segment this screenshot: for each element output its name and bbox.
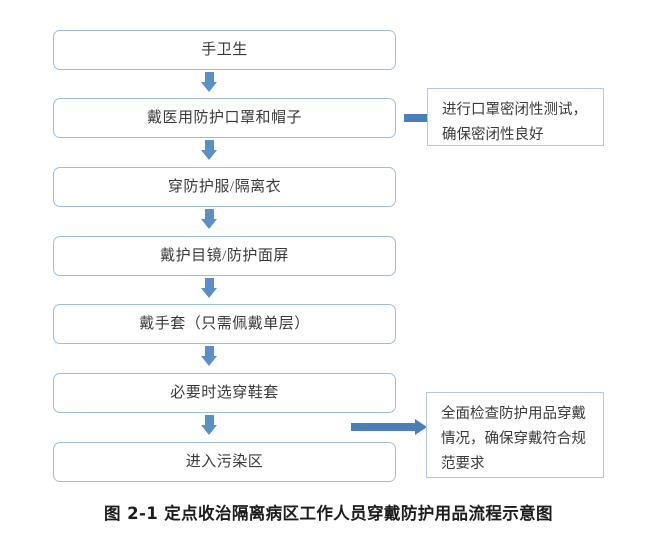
arrow-shaft: [404, 114, 428, 122]
flow-step-6-shoe-covers[interactable]: 必要时选穿鞋套: [53, 373, 396, 413]
note-line: 情况，确保穿戴符合规: [441, 431, 586, 447]
flow-step-4-goggles-or-faceshield[interactable]: 戴护目镜/防护面屏: [53, 236, 396, 276]
arrow-down-icon-6: [201, 415, 218, 435]
arrow-shaft: [205, 209, 214, 220]
flow-step-2-mask-and-cap[interactable]: 戴医用防护口罩和帽子: [53, 98, 396, 138]
flow-step-label: 穿防护服/隔离衣: [167, 178, 282, 195]
figure-caption: 图 2-1 定点收治隔离病区工作人员穿戴防护用品流程示意图: [104, 504, 553, 523]
arrow-head: [201, 425, 217, 435]
flow-step-label: 戴护目镜/防护面屏: [160, 247, 289, 264]
arrow-head: [415, 419, 427, 435]
arrow-down-icon-3: [201, 209, 218, 229]
note-mask-fit-test[interactable]: 进行口罩密闭性测试， 确保密闭性良好: [427, 88, 604, 146]
arrow-down-icon-5: [201, 346, 218, 366]
arrow-down-icon-2: [201, 140, 218, 160]
arrow-down-icon-4: [201, 278, 218, 298]
note-line: 全面检查防护用品穿戴: [441, 406, 586, 422]
note-line: 范要求: [441, 456, 485, 472]
arrow-right-icon-to-ppe-check-note: [351, 419, 428, 435]
arrow-head: [201, 150, 217, 160]
arrow-shaft: [205, 346, 214, 357]
arrow-head: [201, 288, 217, 298]
arrow-shaft: [205, 278, 214, 289]
flow-step-label: 戴手套（只需佩戴单层）: [139, 315, 310, 332]
arrow-shaft: [205, 72, 214, 83]
flow-step-label: 进入污染区: [185, 453, 264, 470]
flow-step-1-hand-hygiene[interactable]: 手卫生: [53, 30, 396, 70]
flow-step-label: 戴医用防护口罩和帽子: [146, 109, 302, 126]
arrow-shaft: [205, 415, 214, 426]
flow-step-label: 手卫生: [201, 41, 248, 58]
flow-step-3-protective-gown[interactable]: 穿防护服/隔离衣: [53, 167, 396, 207]
flow-step-label: 必要时选穿鞋套: [170, 384, 279, 401]
arrow-shaft: [351, 423, 416, 431]
arrow-shaft: [205, 140, 214, 151]
note-line: 进行口罩密闭性测试，: [442, 102, 587, 118]
arrow-head: [201, 219, 217, 229]
flow-step-5-gloves[interactable]: 戴手套（只需佩戴单层）: [53, 304, 396, 344]
note-ppe-full-check[interactable]: 全面检查防护用品穿戴 情况，确保穿戴符合规 范要求: [426, 392, 604, 478]
arrow-down-icon-1: [201, 72, 218, 92]
note-line: 确保密闭性良好: [442, 127, 544, 143]
arrow-head: [201, 356, 217, 366]
arrow-head: [201, 82, 217, 92]
flow-step-7-enter-contaminated-area[interactable]: 进入污染区: [53, 442, 396, 482]
